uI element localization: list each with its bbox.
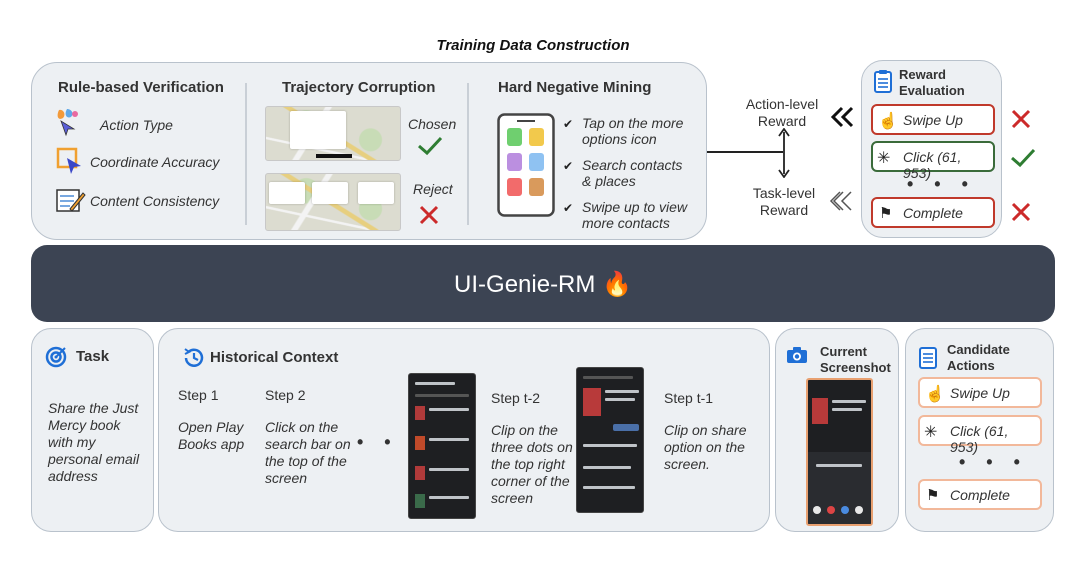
hard-negative-item: more contacts: [582, 215, 670, 231]
fire-icon: 🔥: [602, 271, 632, 298]
small-check-icon: ✔: [563, 159, 574, 173]
hard-negative-item: Swipe up to view: [582, 199, 688, 215]
connector-line: [707, 151, 783, 153]
hand-tap-icon: ☝: [925, 386, 945, 403]
action-type-icon: [54, 107, 82, 137]
check-icon: [1010, 148, 1036, 173]
history-title: Historical Context: [210, 349, 339, 366]
vertical-double-arrow: [778, 127, 790, 183]
step-screenshot: [408, 373, 476, 519]
cross-icon: [1011, 109, 1031, 134]
hard-negative-item: & places: [582, 173, 636, 189]
hand-tap-icon: ☝: [878, 113, 898, 130]
divider: [245, 83, 247, 225]
reject-map-screenshot: [265, 173, 401, 231]
step-name: Step 1: [178, 387, 219, 403]
hard-negative-item: Tap on the more: [582, 115, 684, 131]
document-pen-icon: [54, 185, 86, 215]
ellipsis: • • •: [907, 174, 976, 194]
checkered-flag-icon: ⚑: [879, 205, 893, 222]
reject-label: Reject: [413, 181, 453, 197]
rule-verification-title: Rule-based Verification: [58, 79, 224, 96]
click-burst-icon: ✳: [877, 150, 891, 167]
cross-icon: [1011, 202, 1031, 227]
candidate-swipe-up[interactable]: ☝ Swipe Up: [918, 377, 1042, 408]
hard-negative-title: Hard Negative Mining: [498, 79, 652, 96]
step-name: Step t-1: [664, 390, 714, 406]
list-icon: [918, 346, 938, 375]
ellipsis: • • •: [959, 452, 1028, 472]
divider: [467, 83, 469, 225]
step-screenshot: [576, 367, 644, 513]
checkered-flag-icon: ⚑: [926, 487, 940, 504]
content-consistency-label: Content Consistency: [90, 193, 220, 209]
step-name: Step t-2: [491, 390, 541, 406]
candidate-complete[interactable]: ⚑ Complete: [918, 479, 1042, 510]
action-type-label: Action Type: [100, 117, 173, 133]
history-clock-icon: [182, 346, 206, 375]
reward-candidate-click: ✳ Click (61, 953): [871, 141, 995, 181]
small-check-icon: ✔: [563, 201, 574, 215]
hard-negative-item: Search contacts: [582, 157, 683, 173]
training-data-panel: Rule-based Verification Action Type Coor…: [31, 62, 707, 240]
trajectory-corruption-title: Trajectory Corruption: [282, 79, 436, 96]
coordinate-icon: [54, 145, 84, 175]
double-chevron-left-icon: [830, 106, 854, 133]
reward-candidate-complete: ⚑ Complete: [871, 197, 995, 228]
reward-candidate-swipe-up: ☝ Swipe Up: [871, 104, 995, 135]
clipboard-list-icon: [873, 69, 893, 98]
chosen-label: Chosen: [408, 116, 457, 132]
phone-apps-icon: [497, 113, 555, 217]
click-burst-icon: ✳: [924, 424, 938, 441]
ellipsis: • • •: [357, 432, 426, 452]
coordinate-accuracy-label: Coordinate Accuracy: [90, 154, 220, 170]
double-chevron-left-outline-icon: [828, 190, 854, 217]
chosen-map-screenshot: [265, 106, 401, 161]
check-icon: [417, 136, 443, 161]
diagram-title: Training Data Construction: [436, 37, 630, 54]
target-icon: [45, 346, 67, 373]
camera-icon: [786, 346, 808, 369]
candidate-click[interactable]: ✳ Click (61, 953): [918, 415, 1042, 455]
step-name: Step 2: [265, 387, 306, 403]
cross-icon: [419, 205, 439, 230]
hard-negative-item: options icon: [582, 131, 657, 147]
reward-model-band: UI-Genie-RM 🔥: [31, 245, 1055, 322]
model-name: UI-Genie-RM 🔥: [454, 271, 632, 298]
task-title: Task: [76, 348, 110, 365]
small-check-icon: ✔: [563, 117, 574, 131]
current-screenshot-image: [806, 378, 873, 526]
